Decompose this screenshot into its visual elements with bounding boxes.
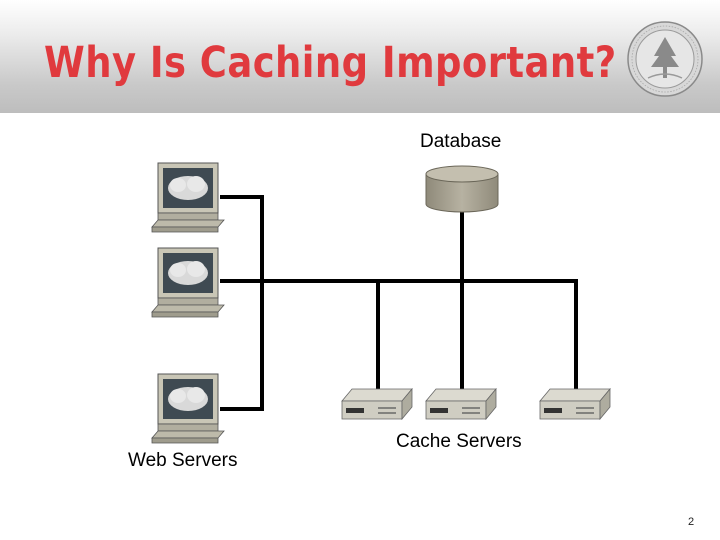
title-banner: Why Is Caching Important? [0, 0, 720, 113]
network-links [220, 195, 578, 411]
cache-server-3 [539, 388, 611, 420]
cache-servers-label: Cache Servers [396, 431, 522, 452]
page-number: 2 [688, 516, 695, 528]
database-label: Database [420, 131, 502, 152]
web-server-1 [151, 162, 225, 233]
cache-server-1 [341, 388, 413, 420]
slide-title: Why Is Caching Important? [44, 38, 617, 88]
university-seal-icon [627, 21, 703, 97]
web-servers-label: Web Servers [128, 450, 238, 471]
database-icon [425, 165, 499, 213]
web-server-3 [151, 373, 225, 444]
cache-server-2 [425, 388, 497, 420]
web-server-2 [151, 247, 225, 318]
